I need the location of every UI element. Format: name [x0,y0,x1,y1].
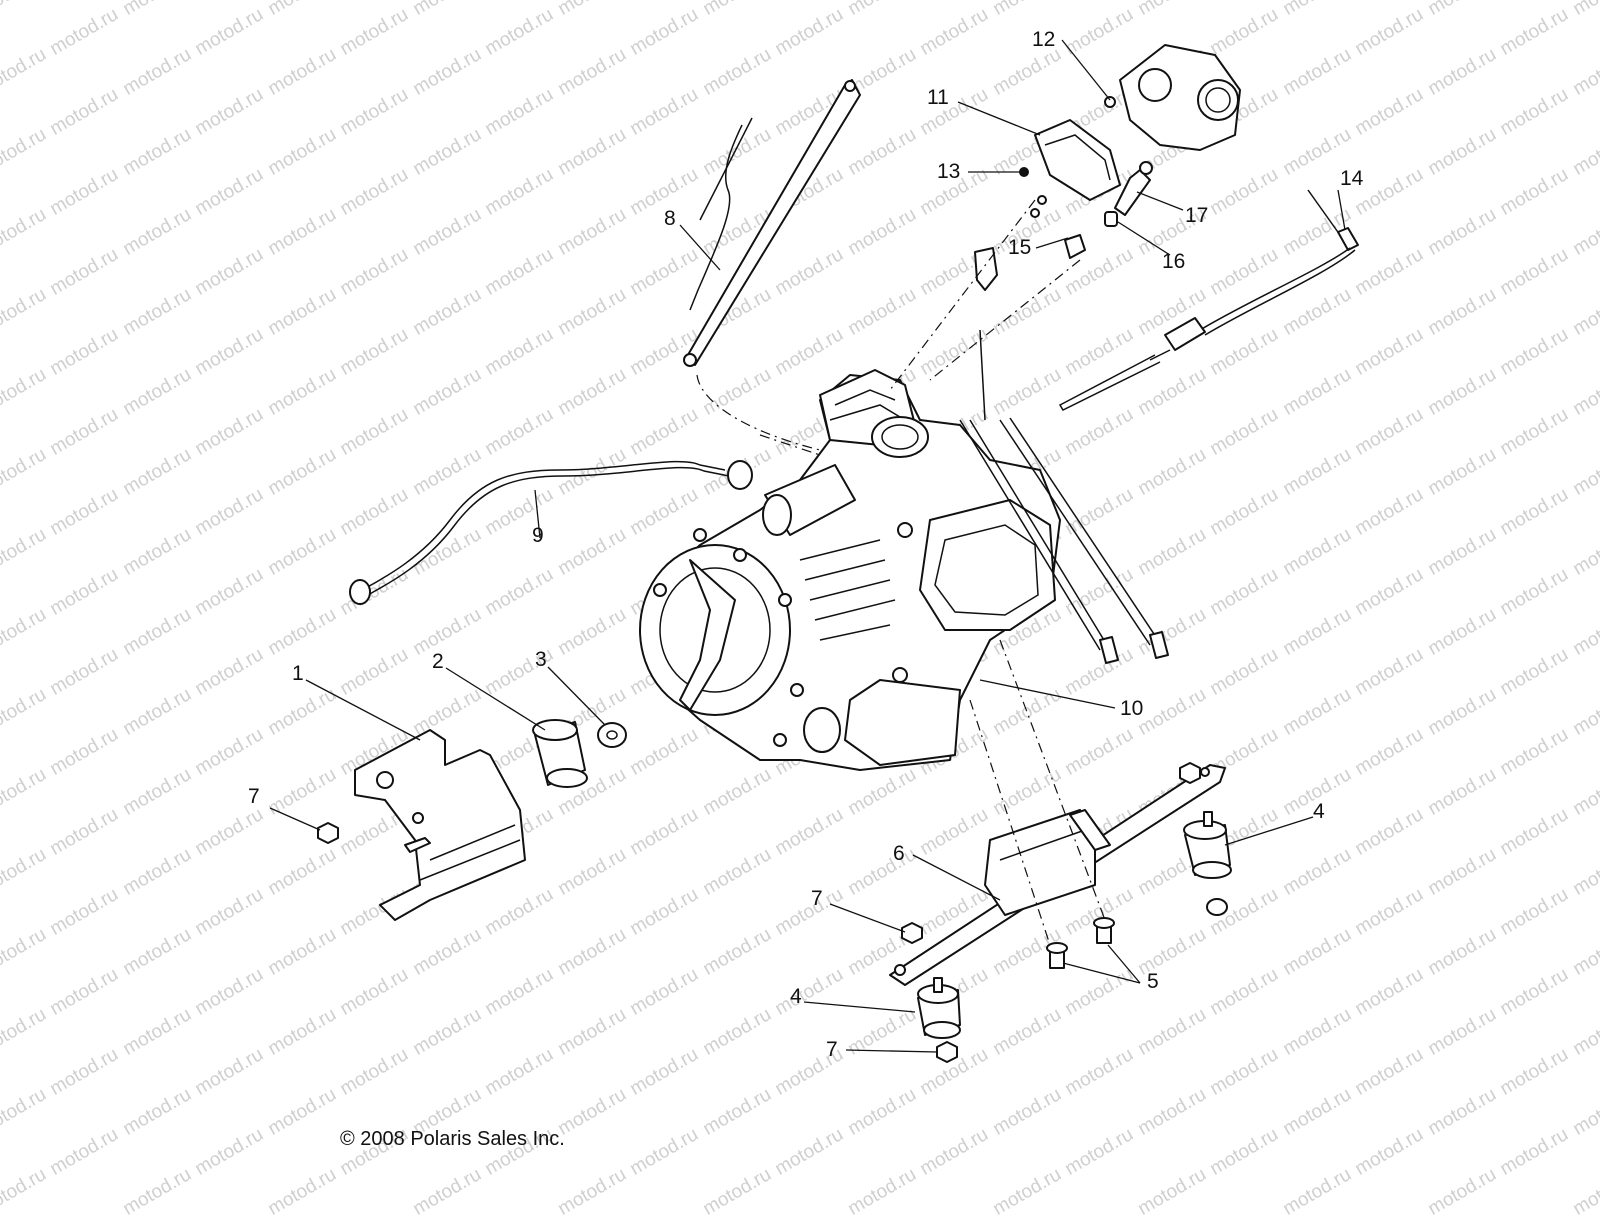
copyright-notice: © 2008 Polaris Sales Inc. [340,1128,565,1151]
callout-7-left: 7 [248,785,260,808]
callout-1: 1 [292,662,304,685]
throttle-body-assembly [1105,45,1240,150]
washer [598,723,626,747]
callout-6: 6 [893,842,905,865]
callout-15: 15 [1008,236,1031,259]
callout-9: 9 [532,524,544,547]
callout-3: 3 [535,648,547,671]
callout-7-bottom: 7 [826,1038,838,1061]
bolts [1047,918,1114,968]
callout-12: 12 [1032,28,1055,51]
callout-10: 10 [1120,697,1143,720]
nut-left [318,823,338,843]
engine-mount-cushion [533,720,587,787]
rubber-mount-bottom [918,978,960,1038]
rubber-mount-right [1184,812,1231,878]
callout-11: 11 [927,86,949,109]
callout-7-middle: 7 [811,887,823,910]
callout-2: 2 [432,650,444,673]
callout-5: 5 [1147,970,1159,993]
throttle-cover [1020,120,1120,217]
callout-4-right: 4 [1313,800,1325,823]
callout-14: 14 [1340,167,1364,190]
callout-8: 8 [664,207,676,230]
callout-16: 16 [1162,250,1185,273]
callout-4-bottom: 4 [790,985,802,1008]
callout-13: 13 [937,160,960,183]
left-mount-bracket [355,730,525,920]
callout-17: 17 [1185,204,1208,227]
